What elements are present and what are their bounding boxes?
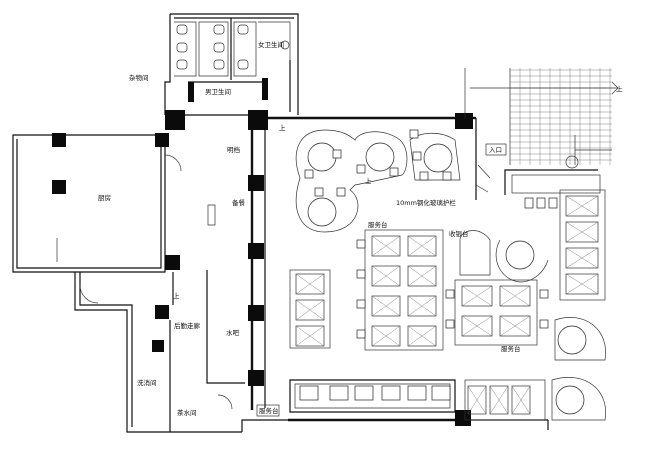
booth-table xyxy=(461,315,493,337)
label-up1: 上 xyxy=(279,123,286,132)
label-zawu: 杂物间 xyxy=(129,73,149,82)
booth-table xyxy=(499,285,531,307)
booth-table xyxy=(407,235,437,257)
label-nanwei: 男卫生间 xyxy=(205,87,231,96)
label-glass: 10mm钢化玻璃护栏 xyxy=(396,198,456,207)
chair xyxy=(539,289,549,299)
label-up3: 上 xyxy=(173,291,180,300)
label-fuwutai-right: 服务台 xyxy=(501,344,521,353)
label-fuwutai-bottom: 服务台 xyxy=(259,406,279,415)
chair xyxy=(356,269,366,279)
booth-table xyxy=(461,285,493,307)
booth-table xyxy=(489,385,509,415)
label-rukou: 入口 xyxy=(489,146,502,154)
window-seat xyxy=(381,385,401,401)
booth-table xyxy=(565,247,599,269)
room-labels: 杂物间 女卫生间 男卫生间 厨房 明档 备餐 后勤走廊 水吧 洗消间 茶水间 服… xyxy=(98,40,623,417)
doors xyxy=(56,154,491,410)
right-round-booths xyxy=(551,317,606,421)
bar-counter xyxy=(459,174,601,283)
window-seat xyxy=(299,385,319,401)
booth-banks xyxy=(289,189,606,351)
booth-table xyxy=(565,221,599,243)
stair-terrace xyxy=(464,68,619,169)
label-up4: 上 xyxy=(365,176,372,185)
label-shouyin: 收银台 xyxy=(449,229,469,238)
booth-table xyxy=(295,273,325,295)
chair xyxy=(356,329,366,339)
label-shuiba: 水吧 xyxy=(226,328,240,337)
window-seat xyxy=(407,385,427,401)
booth-table xyxy=(407,265,437,287)
booth-table xyxy=(371,295,401,317)
booth-table xyxy=(371,235,401,257)
booth-table xyxy=(499,315,531,337)
booth-table xyxy=(565,273,599,295)
booth-table xyxy=(295,325,325,347)
booth-table xyxy=(407,295,437,317)
chair xyxy=(356,299,366,309)
chair xyxy=(356,239,366,249)
booth-table xyxy=(511,385,531,415)
label-chashui: 茶水间 xyxy=(177,408,197,417)
columns xyxy=(52,78,473,426)
booth-table xyxy=(467,385,487,415)
label-beican: 备餐 xyxy=(232,198,246,207)
booth-table xyxy=(371,325,401,347)
window-seats xyxy=(299,379,546,421)
booth-table xyxy=(565,195,599,217)
window-seat xyxy=(431,385,451,401)
label-fuwutai-mid: 服务台 xyxy=(368,220,388,229)
chair xyxy=(445,319,455,329)
window-seat xyxy=(329,385,349,401)
label-up2: 上 xyxy=(616,84,623,93)
window-seat xyxy=(354,385,374,401)
booth-table xyxy=(295,299,325,321)
booth-table xyxy=(371,265,401,287)
round-booths xyxy=(295,129,461,233)
label-xixiao: 洗消间 xyxy=(137,378,157,387)
chair xyxy=(445,289,455,299)
label-houqin: 后勤走廊 xyxy=(174,321,201,330)
booth-table xyxy=(407,325,437,347)
label-nvwei: 女卫生间 xyxy=(258,40,284,49)
restroom-fixtures xyxy=(174,21,291,77)
label-chufang: 厨房 xyxy=(98,193,111,202)
chair xyxy=(539,319,549,329)
label-mingdang: 明档 xyxy=(227,145,240,154)
